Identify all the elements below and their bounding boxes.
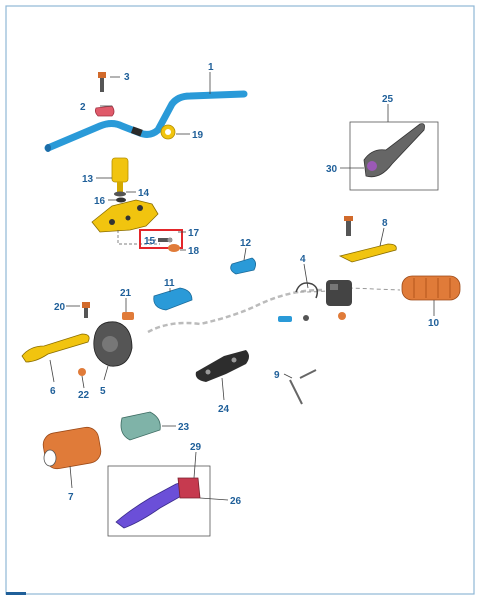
part-label-29: 29 xyxy=(190,442,202,453)
part-labels: 1 2 3 4 5 6 7 8 9 10 11 12 13 14 15 16 1… xyxy=(50,62,440,507)
part-label-19: 19 xyxy=(192,130,204,141)
part-label-8: 8 xyxy=(382,218,388,229)
part-label-5: 5 xyxy=(100,386,106,397)
blue-housing-part xyxy=(153,287,193,311)
part-label-30: 30 xyxy=(326,164,338,175)
part-label-15: 15 xyxy=(144,236,156,247)
part-label-23: 23 xyxy=(178,422,190,433)
mounting-bracket-part xyxy=(91,199,160,245)
left-grip-part xyxy=(42,426,102,470)
rod-part xyxy=(289,369,317,405)
part-label-9: 9 xyxy=(274,370,280,381)
part-label-21: 21 xyxy=(120,288,132,299)
part-label-1: 1 xyxy=(208,62,214,73)
part-label-6: 6 xyxy=(50,386,56,397)
part-label-13: 13 xyxy=(82,174,94,185)
part-label-2: 2 xyxy=(80,102,86,113)
screw-part xyxy=(82,302,90,318)
handlebar-clamp-part xyxy=(94,105,115,117)
riser-post-part xyxy=(111,157,129,192)
left-lever-part xyxy=(21,333,90,363)
part-label-20: 20 xyxy=(54,302,66,313)
cable-part xyxy=(147,288,323,334)
part-label-10: 10 xyxy=(428,318,440,329)
bushing-part xyxy=(168,244,180,252)
washer-part xyxy=(114,191,126,197)
switch-bolt-part xyxy=(278,312,346,322)
nut-part xyxy=(116,197,126,203)
clamp-bolt-part xyxy=(98,72,106,92)
blue-cover-part xyxy=(230,257,256,275)
handlebar-part xyxy=(44,90,248,152)
part-label-7: 7 xyxy=(68,492,74,503)
part-label-3: 3 xyxy=(124,72,130,83)
right-lever-part xyxy=(338,216,397,263)
adjuster-part xyxy=(122,312,134,320)
part-label-24: 24 xyxy=(218,404,230,415)
part-label-11: 11 xyxy=(164,278,175,289)
part-label-4: 4 xyxy=(300,254,306,265)
part-label-25: 25 xyxy=(382,94,394,105)
outer-frame xyxy=(5,5,475,595)
clip-part xyxy=(160,124,176,140)
part-label-12: 12 xyxy=(240,238,252,249)
frame-corner-mark xyxy=(6,592,26,595)
dark-bracket-part xyxy=(195,350,249,382)
part-label-26: 26 xyxy=(230,496,242,507)
pin-part xyxy=(158,237,173,243)
part-label-14: 14 xyxy=(138,188,150,199)
right-grip-part xyxy=(401,275,461,301)
part-label-17: 17 xyxy=(188,228,200,239)
switch-assembly-part xyxy=(295,280,352,306)
leader-lines xyxy=(49,72,435,501)
part-label-16: 16 xyxy=(94,196,106,207)
lever-nut-part xyxy=(78,368,86,376)
part-label-22: 22 xyxy=(78,390,90,401)
highlight-box xyxy=(139,229,183,249)
brake-lever-part xyxy=(363,123,425,178)
master-cylinder-part xyxy=(93,321,133,367)
clutch-perch-part xyxy=(177,477,201,499)
part-label-18: 18 xyxy=(188,246,200,257)
bracket-block-part xyxy=(120,411,161,441)
